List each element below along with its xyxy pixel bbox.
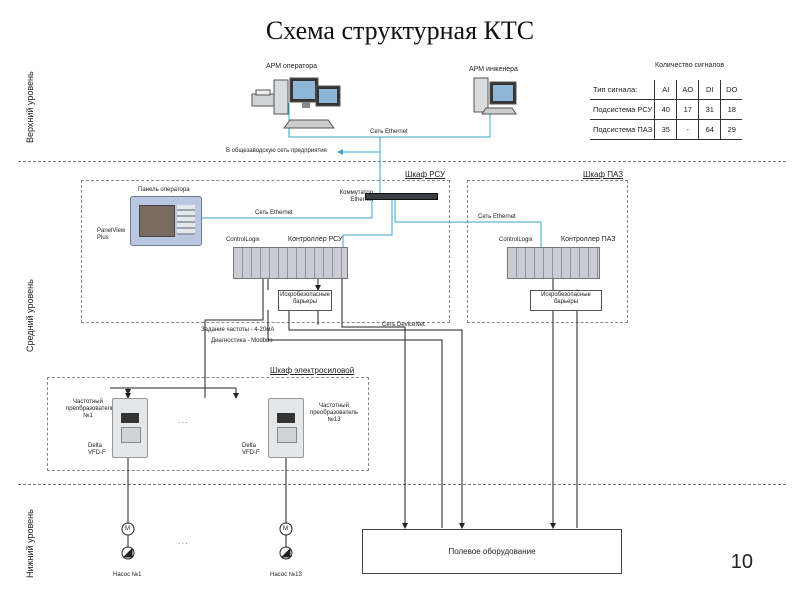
table-cell: Подсистема ПАЗ bbox=[590, 119, 655, 140]
engineer-workstation-icon bbox=[472, 76, 518, 116]
plant-network-label: В общезаводскую сеть предприятия bbox=[226, 148, 327, 154]
motor-1-letter: M bbox=[125, 526, 130, 532]
table-cell: 64 bbox=[698, 119, 721, 140]
operator-workstation-label: АРМ оператора bbox=[266, 63, 318, 70]
operator-panel-label: Панель оператора bbox=[138, 187, 190, 193]
ethernet-panel-label: Сеть Ethernet bbox=[255, 210, 293, 216]
ethernet-network-lines bbox=[200, 103, 542, 252]
table-row: Подсистема РСУ 40 17 31 18 bbox=[590, 99, 743, 120]
controller-rsu-brand: ControlLogix bbox=[226, 237, 260, 243]
operator-workstation-icon bbox=[250, 76, 342, 134]
page-number: 10 bbox=[730, 551, 753, 573]
controller-rsu-rack bbox=[233, 247, 348, 279]
pump-1-label: Насос №1 bbox=[113, 572, 142, 578]
field-equipment-box: Полевое оборудование bbox=[362, 529, 622, 574]
switch-label: Коммутатор Ethernet bbox=[339, 190, 373, 203]
barriers-rsu-box: Искробезопасные барьеры bbox=[278, 290, 332, 311]
level-separator-bottom bbox=[18, 484, 786, 485]
table-cell: 31 bbox=[698, 99, 721, 120]
signals-caption: Количество сигналов bbox=[655, 62, 725, 69]
table-cell: 40 bbox=[654, 99, 677, 120]
ethernet-engineer-link bbox=[380, 113, 491, 138]
controller-paz-brand: ControlLogix bbox=[499, 237, 533, 243]
cabinet-paz-label: Шкаф ПАЗ bbox=[583, 170, 624, 179]
field-equipment-label: Полевое оборудование bbox=[448, 547, 536, 556]
operator-panel-icon bbox=[130, 196, 202, 246]
operator-panel-model: PanelView Plus bbox=[97, 228, 126, 241]
ethernet-rsu-controller-link bbox=[342, 198, 393, 252]
drive-1-label: Частотный преобразователь №1 bbox=[66, 399, 115, 419]
drive-13-label: Частотный преобразователь №13 bbox=[309, 403, 359, 423]
motor-13-letter: M bbox=[283, 526, 288, 532]
level-separator-top bbox=[18, 161, 786, 162]
table-row: Тип сигнала: AI AO DI DO bbox=[590, 80, 743, 100]
ethernet-switch-icon bbox=[365, 193, 438, 200]
frequency-setpoint-label: Задание частоты - 4-20мА bbox=[201, 327, 275, 333]
cabinet-rsu-frame bbox=[81, 180, 450, 323]
table-cell: DO bbox=[720, 80, 743, 100]
devicenet-label: Сеть DeviceNet bbox=[382, 322, 425, 328]
engineer-workstation-label: АРМ инженера bbox=[469, 66, 518, 73]
pump-symbols bbox=[121, 546, 293, 560]
ethernet-paz-controller-link bbox=[394, 198, 542, 252]
drive-1-model: Delta VFD-F bbox=[88, 443, 106, 456]
ethernet-paz-label: Сеть Ethernet bbox=[478, 214, 516, 220]
table-cell: AI bbox=[654, 80, 677, 100]
ethernet-operator-link bbox=[288, 103, 381, 195]
controller-paz-rack bbox=[507, 247, 600, 279]
drive-13-icon bbox=[268, 398, 304, 458]
controller-rsu-label: Контроллер РСУ bbox=[288, 236, 343, 243]
signal-wires bbox=[110, 278, 580, 547]
table-cell: Тип сигнала: bbox=[590, 80, 655, 100]
pump-ellipsis: . . . bbox=[178, 539, 188, 546]
table-cell: 35 bbox=[654, 119, 677, 140]
drive-ellipsis: . . . bbox=[178, 418, 188, 425]
barriers-paz-box: Искробезопасные барьеры bbox=[530, 290, 602, 311]
table-row: Подсистема ПАЗ 35 - 64 29 bbox=[590, 119, 743, 140]
cabinet-power-label: Шкаф электросиловой bbox=[270, 366, 355, 375]
diagnostics-label: Диагностика - Modbus bbox=[211, 338, 273, 344]
cabinet-rsu-label: Шкаф РСУ bbox=[405, 170, 446, 179]
pump-13-label: Насос №13 bbox=[270, 572, 302, 578]
signals-table: Тип сигнала: AI AO DI DO Подсистема РСУ … bbox=[590, 80, 743, 140]
table-cell: 18 bbox=[720, 99, 743, 120]
table-cell: - bbox=[676, 119, 699, 140]
ethernet-top-label: Сеть Ethernet bbox=[370, 129, 408, 135]
cabinet-paz-frame bbox=[467, 180, 628, 323]
ethernet-panel-link bbox=[200, 198, 373, 219]
motor-circles bbox=[121, 522, 293, 536]
table-cell: DI bbox=[698, 80, 721, 100]
table-cell: 17 bbox=[676, 99, 699, 120]
table-cell: 29 bbox=[720, 119, 743, 140]
cabinet-power-frame bbox=[47, 377, 369, 471]
page-title: Схема структурная КТС bbox=[265, 16, 535, 45]
table-cell: AO bbox=[676, 80, 699, 100]
drive-1-icon bbox=[112, 398, 148, 458]
drive-13-model: Delta VFD-F bbox=[242, 443, 260, 456]
table-cell: Подсистема РСУ bbox=[590, 99, 655, 120]
controller-paz-label: Контроллер ПАЗ bbox=[561, 236, 616, 243]
